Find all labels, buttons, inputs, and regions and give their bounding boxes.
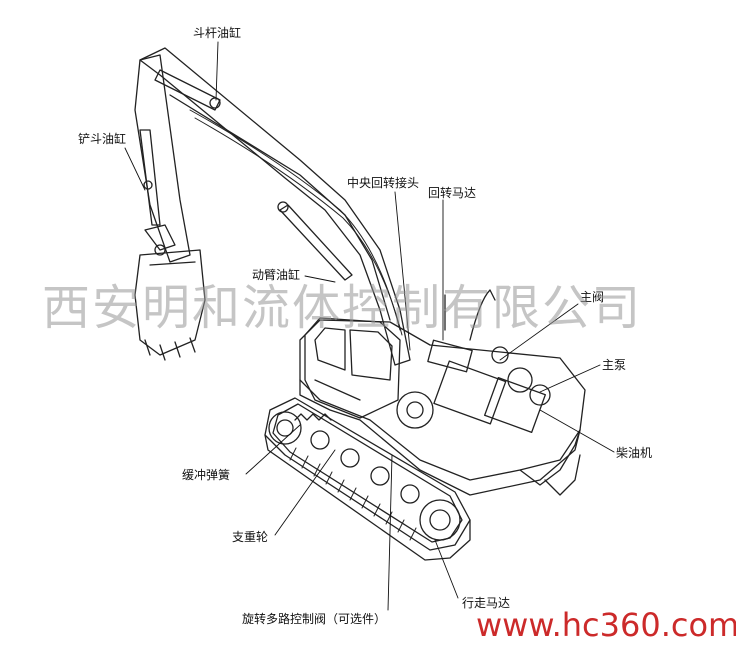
idler-wheel	[268, 411, 302, 445]
label-travel-motor: 行走马达	[462, 596, 511, 610]
label-main-valve: 主阀	[580, 290, 605, 304]
engine-compartment	[396, 289, 551, 433]
buffer-spring	[294, 413, 332, 421]
swing-ring	[396, 391, 434, 429]
boom	[139, 47, 411, 366]
label-main-pump: 主泵	[602, 358, 627, 372]
operator-cab	[304, 317, 401, 419]
company-watermark: 西安明和流体控制有限公司	[42, 280, 643, 336]
stick-cylinder	[154, 69, 221, 111]
drive-sprocket	[419, 499, 461, 541]
crawler-track	[264, 397, 471, 561]
label-rotary-valve: 旋转多路控制阀（可选件）	[242, 612, 387, 626]
label-stick-cylinder: 斗杆油缸	[193, 26, 242, 40]
stick-arm	[134, 54, 221, 263]
support-rollers	[310, 430, 420, 504]
label-bucket-cylinder: 铲斗油缸	[78, 132, 127, 146]
upper-structure	[299, 319, 586, 496]
site-watermark: www.hc360.com	[476, 606, 736, 644]
label-boom-cylinder: 动臂油缸	[252, 268, 301, 282]
leader-lines	[124, 41, 615, 611]
label-buffer-spring: 缓冲弹簧	[182, 468, 231, 482]
bucket	[134, 249, 206, 361]
label-center-joint: 中央回转接头	[347, 176, 420, 190]
label-diesel-engine: 柴油机	[616, 446, 653, 460]
label-support-wheel: 支重轮	[232, 530, 269, 544]
boom-cylinder	[279, 204, 353, 281]
bucket-cylinder	[139, 129, 161, 226]
label-swing-motor: 回转马达	[428, 186, 477, 200]
